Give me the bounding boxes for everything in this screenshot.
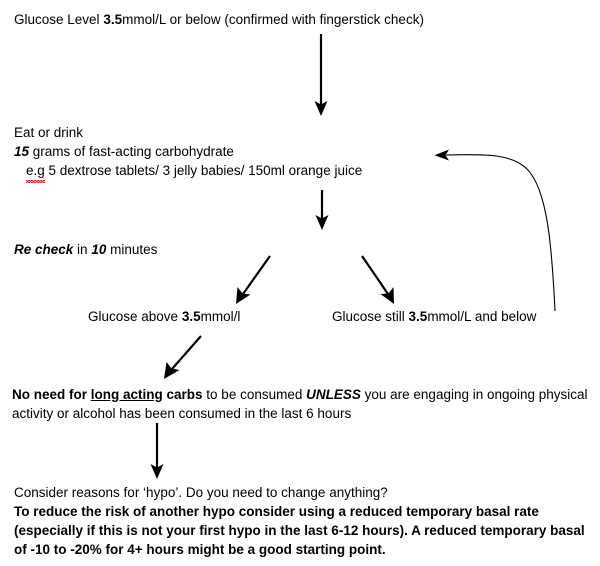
- step-trigger-text: Glucose Level 3.5mmol/L or below (confir…: [14, 10, 424, 29]
- arrow-trigger-to-treat: [314, 34, 328, 116]
- branch-left-prefix: Glucose above: [88, 309, 182, 324]
- branch-right-prefix: Glucose still: [332, 309, 409, 324]
- step-recheck-text: Re check in 10 minutes: [14, 240, 157, 259]
- treat-line-1: Eat or drink: [14, 125, 84, 140]
- no-need-bold-suffix: carbs: [162, 387, 203, 402]
- no-need-bold-underlined: long acting: [90, 387, 163, 402]
- arrow-left-branch-to-no-need: [164, 335, 202, 379]
- arrow-recheck-to-right-branch: [361, 255, 394, 304]
- step-treat-text: Eat or drink 15 grams of fast-acting car…: [14, 123, 363, 183]
- recheck-middle: in: [73, 242, 92, 257]
- step-review-text: Consider reasons for ‘hypo’. Do you need…: [14, 483, 592, 559]
- treat-examples-rest: 5 dextrose tablets/ 3 jelly babies/ 150m…: [44, 163, 363, 178]
- branch-right-text: Glucose still 3.5mmol/L and below: [332, 307, 536, 326]
- arrow-treat-to-recheck: [315, 190, 329, 230]
- step-no-need-text: No need for long acting carbs to be cons…: [12, 385, 590, 423]
- no-need-plain-1: to be consumed: [202, 387, 307, 402]
- branch-left-value: 3.5: [181, 309, 201, 324]
- treat-line-2: 15 grams of fast-acting carbohydrate: [14, 142, 362, 161]
- no-need-plain-2: you are engaging in ongoing physical act…: [12, 387, 588, 421]
- arrow-no-need-to-review: [150, 423, 164, 479]
- treat-examples: e.g 5 dextrose tablets/ 3 jelly babies/ …: [14, 161, 363, 183]
- recheck-minutes: 10: [91, 242, 107, 257]
- treat-line-2-rest: grams of fast-acting carbohydrate: [29, 144, 234, 159]
- branch-left-suffix: mmol/l: [200, 309, 241, 324]
- trigger-suffix: mmol/L or below (confirmed with fingerst…: [122, 12, 424, 27]
- trigger-value: 3.5: [103, 12, 123, 27]
- branch-left-text: Glucose above 3.5mmol/l: [88, 307, 240, 326]
- branch-right-suffix: mmol/L and below: [427, 309, 537, 324]
- no-need-bold-prefix: No need for: [12, 387, 91, 402]
- trigger-prefix: Glucose Level: [14, 12, 104, 27]
- arrow-recheck-to-left-branch: [236, 255, 271, 304]
- review-question: Consider reasons for ‘hypo’. Do you need…: [14, 485, 388, 500]
- review-advice: To reduce the risk of another hypo consi…: [14, 504, 585, 557]
- no-need-emphasis: UNLESS: [306, 387, 361, 402]
- recheck-lead: Re check: [14, 242, 74, 257]
- recheck-tail: minutes: [106, 242, 158, 257]
- treat-amount: 15: [14, 144, 30, 159]
- branch-right-value: 3.5: [408, 309, 428, 324]
- treat-examples-prefix: e.g: [26, 163, 45, 183]
- arrow-right-branch-loop-back-to-treat: [434, 149, 556, 312]
